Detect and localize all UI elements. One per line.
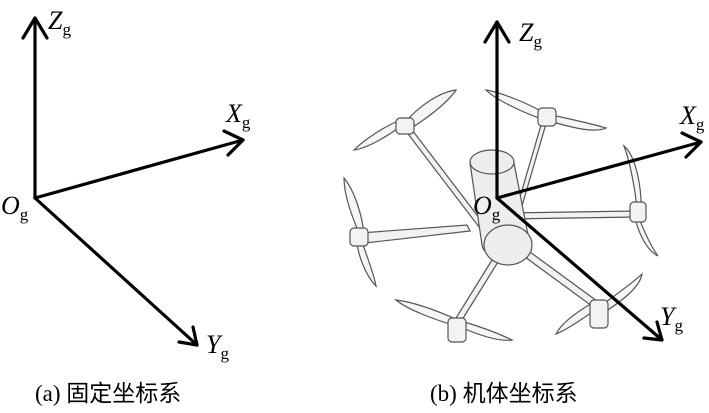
fixed-x-arrowhead xyxy=(222,129,245,157)
arm-lower-right xyxy=(524,251,602,310)
body-y-label: Yg xyxy=(660,302,683,335)
fixed-x-axis xyxy=(33,138,245,200)
propeller-lower-left xyxy=(394,299,514,343)
body-x-label: Xg xyxy=(679,101,705,134)
body-y-arrowhead xyxy=(642,320,664,342)
propeller-upper-right xyxy=(484,89,608,131)
fixed-frame-caption: (a) 固定坐标系 xyxy=(35,381,181,406)
body-x-axis xyxy=(495,140,703,200)
fixed-z-arrowhead xyxy=(21,16,49,40)
fixed-y-label: Yg xyxy=(206,330,229,363)
body-z-label: Zg xyxy=(519,18,542,51)
propeller-upper-left xyxy=(352,89,458,151)
fixed-z-label: Zg xyxy=(48,6,71,39)
body-y-axis xyxy=(495,196,664,342)
arm-right xyxy=(507,210,637,220)
fixed-origin-label: Og xyxy=(1,191,29,224)
fixed-y-axis xyxy=(33,196,199,347)
body-frame-panel: Zg Xg Yg Og (b) 机体坐标系 xyxy=(343,18,705,406)
central-body xyxy=(469,149,533,266)
body-x-arrowhead xyxy=(680,131,703,159)
propeller-right xyxy=(622,144,659,257)
fixed-x-label: Xg xyxy=(225,99,251,132)
body-origin-label: Og xyxy=(473,191,501,224)
fixed-frame-panel: Zg Xg Yg Og (a) 固定坐标系 xyxy=(1,6,251,406)
propeller-left xyxy=(343,176,377,288)
body-frame-caption: (b) 机体坐标系 xyxy=(430,381,578,406)
arm-lower-left xyxy=(455,259,499,321)
arm-left xyxy=(359,224,471,244)
body-z-arrowhead xyxy=(483,20,511,44)
hexacopter-drawing xyxy=(343,89,659,343)
fixed-y-arrowhead xyxy=(177,325,199,347)
